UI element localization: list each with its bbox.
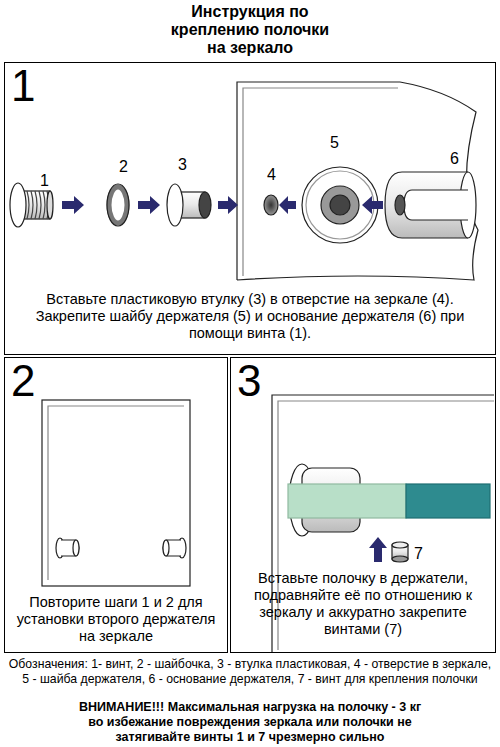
callout-number: 4 bbox=[267, 166, 276, 184]
step-text: Повторите шаги 1 и 2 для установки второ… bbox=[11, 594, 221, 645]
screw-thread bbox=[27, 191, 29, 219]
step-number: 1 bbox=[11, 61, 35, 111]
legend-note: Обозначения: 1- винт, 2 - шайбочка, 3 - … bbox=[4, 657, 496, 687]
step-number: 3 bbox=[237, 356, 261, 406]
step-panel: 3Вставьте полочку в держатели, подравняй… bbox=[230, 357, 496, 653]
screw-thread bbox=[31, 191, 33, 219]
callout-number: 6 bbox=[450, 150, 459, 168]
step-panel: 2Повторите шаги 1 и 2 для установки втор… bbox=[4, 357, 228, 653]
screw-thread bbox=[43, 191, 45, 219]
step-panel: 1Вставьте пластиковую втулку (3) в отвер… bbox=[4, 62, 496, 355]
warning-note: ВНИМАНИЕ!!! Максимальная нагрузка на пол… bbox=[70, 700, 430, 745]
callout-number: 7 bbox=[414, 545, 423, 563]
step-text: Вставьте пластиковую втулку (3) в отверс… bbox=[13, 291, 487, 342]
title: Инструкция по креплению полочки на зерка… bbox=[165, 3, 335, 57]
step-number: 2 bbox=[11, 356, 35, 406]
callout-number: 2 bbox=[119, 158, 128, 176]
screw-thread bbox=[35, 191, 37, 219]
screw-thread bbox=[39, 191, 41, 219]
callout-number: 1 bbox=[40, 172, 49, 190]
callout-number: 5 bbox=[330, 134, 339, 152]
step-text: Вставьте полочку в держатели, подравняйт… bbox=[235, 570, 491, 638]
callout-number: 3 bbox=[178, 156, 187, 174]
